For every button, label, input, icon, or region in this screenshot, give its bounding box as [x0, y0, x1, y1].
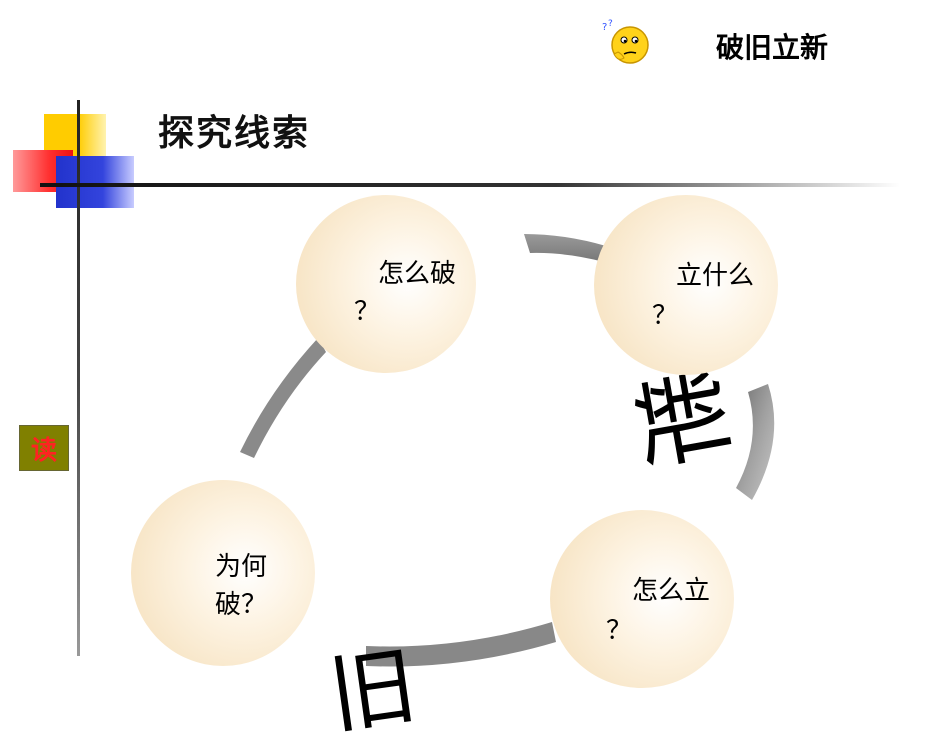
- arc-top: [524, 234, 606, 262]
- thinking-face-icon: ? ?: [600, 18, 652, 70]
- arc-right: [736, 384, 775, 500]
- bubble-how-break: 怎么破 ？: [296, 195, 476, 373]
- slide-title: 探究线索: [158, 112, 311, 154]
- bubble-how-establish-line2: ？: [606, 616, 633, 646]
- bubble-how-break-line1: 怎么破: [378, 259, 457, 289]
- bubble-how-establish-line1: 怎么立: [632, 576, 711, 606]
- arc-left: [240, 338, 326, 458]
- decor-horizontal-line: [40, 183, 900, 187]
- decor-blue-square: [56, 156, 134, 208]
- bubble-why-break: 为何破？: [131, 480, 315, 666]
- arrow-label-new: 新: [622, 361, 750, 475]
- decor-vertical-line: [77, 100, 80, 656]
- arc-bottom: [366, 622, 556, 667]
- bubble-why-break-line1: 为何破？: [215, 552, 268, 620]
- cycle-arrows: [240, 234, 775, 667]
- svg-text:?: ?: [602, 22, 607, 33]
- arrow-label-old: 旧: [323, 635, 423, 747]
- header-title: 破旧立新: [716, 31, 829, 64]
- bubble-how-establish: 怎么立 ？: [550, 510, 734, 688]
- read-button[interactable]: 读: [19, 425, 69, 471]
- bubble-what-establish: 立什么 ？: [594, 195, 778, 375]
- bubble-what-establish-line2: ？: [652, 301, 679, 331]
- bubble-what-establish-line1: 立什么: [676, 261, 755, 291]
- bubble-how-break-line2: ？: [354, 297, 381, 327]
- svg-text:?: ?: [608, 19, 613, 29]
